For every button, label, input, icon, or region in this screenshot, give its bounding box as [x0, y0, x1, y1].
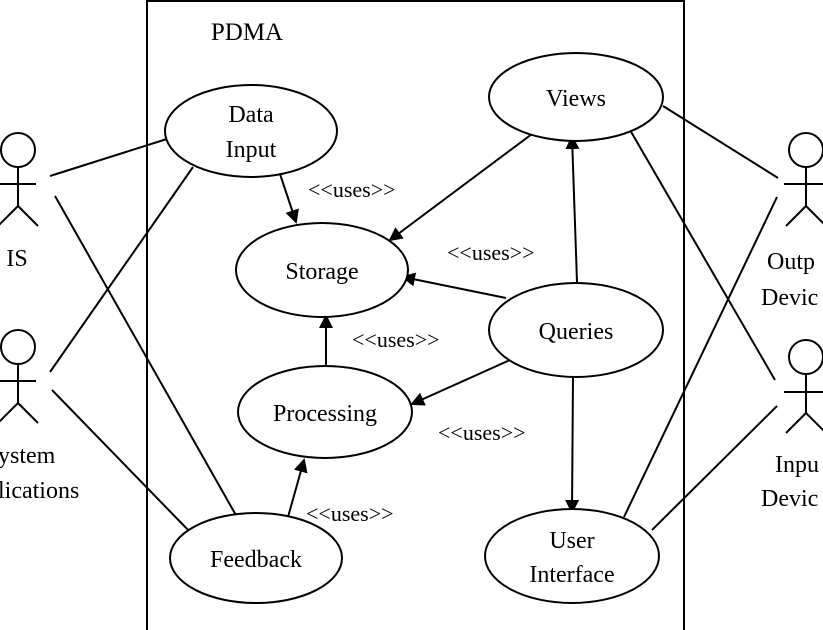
- arrow-data-input-to-storage: [279, 173, 299, 224]
- actor-label: Inpu: [775, 452, 819, 478]
- use-case-ellipse: [488, 282, 664, 378]
- arrow-queries-to-storage: [401, 272, 507, 299]
- actor-label: Outp: [767, 249, 815, 275]
- use-case-ellipse: [484, 508, 660, 604]
- actor-label: lications: [0, 478, 79, 504]
- use-case-label: Views: [546, 86, 606, 112]
- stick-figure-icon: [784, 132, 823, 227]
- use-case-ellipse: [488, 52, 664, 142]
- actor-label: IS: [6, 246, 27, 272]
- use-case-ellipse: [237, 365, 413, 459]
- use-case-views: Views: [488, 52, 664, 142]
- uses-label: <<uses>>: [438, 420, 526, 445]
- use-case-storage: Storage: [235, 222, 409, 318]
- stick-figure-icon: [784, 339, 823, 434]
- use-case-label: Data: [228, 102, 274, 128]
- uses-label: <<uses>>: [447, 240, 535, 265]
- uses-label: <<uses>>: [308, 177, 396, 202]
- use-case-label: Storage: [285, 259, 358, 285]
- arrow-queries-to-processing: [410, 359, 511, 406]
- association-lines: [49, 105, 779, 535]
- uses-label: <<uses>>: [306, 501, 394, 526]
- assoc-system-apps-data-input: [49, 166, 194, 373]
- arrow-queries-to-views: [565, 135, 580, 283]
- use-case-feedback: Feedback: [169, 512, 343, 604]
- assoc-is-feedback: [54, 195, 238, 518]
- use-case-data-input: Data Input: [164, 84, 338, 178]
- system-title: PDMA: [211, 19, 283, 46]
- assoc-input-device-user-interface: [651, 405, 778, 531]
- system-boundary: [146, 0, 685, 630]
- use-case-label: Interface: [529, 562, 614, 588]
- assoc-is-data-input: [49, 137, 171, 177]
- uses-label: <<uses>>: [352, 327, 440, 352]
- arrow-feedback-to-processing: [287, 458, 308, 518]
- use-case-processing: Processing: [237, 365, 413, 459]
- actor-label: Devic: [761, 285, 818, 311]
- actor-label: Devic: [761, 486, 818, 512]
- use-case-ellipse: [169, 512, 343, 604]
- actor-label: ystem: [0, 443, 56, 469]
- use-case-label: User: [549, 528, 594, 554]
- stick-figure-icon: [0, 329, 39, 424]
- assoc-system-apps-feedback: [51, 389, 193, 535]
- actor-left-top: IS: [0, 132, 39, 272]
- use-case-queries: Queries: [488, 282, 664, 378]
- actor-left-bottom: ystem lications: [0, 329, 79, 504]
- arrow-views-to-storage: [388, 133, 533, 242]
- actor-right-top: Outp Devic: [761, 132, 823, 311]
- use-case-ellipse: [164, 84, 338, 178]
- assoc-output-device-views: [662, 105, 779, 179]
- use-case-ellipse: [235, 222, 409, 318]
- use-case-label: Feedback: [210, 547, 302, 573]
- actor-right-bottom: Inpu Devic: [761, 339, 823, 512]
- use-case-label: Input: [226, 137, 277, 163]
- dependency-arrows: [279, 133, 580, 518]
- use-case-label: Queries: [539, 319, 614, 345]
- assoc-input-device-views: [629, 129, 776, 381]
- use-case-label: Processing: [273, 401, 377, 427]
- arrow-queries-to-user-interface: [565, 375, 580, 514]
- use-case-user-interface: User Interface: [484, 508, 660, 604]
- stick-figure-icon: [0, 132, 39, 227]
- assoc-output-device-user-interface: [623, 196, 778, 518]
